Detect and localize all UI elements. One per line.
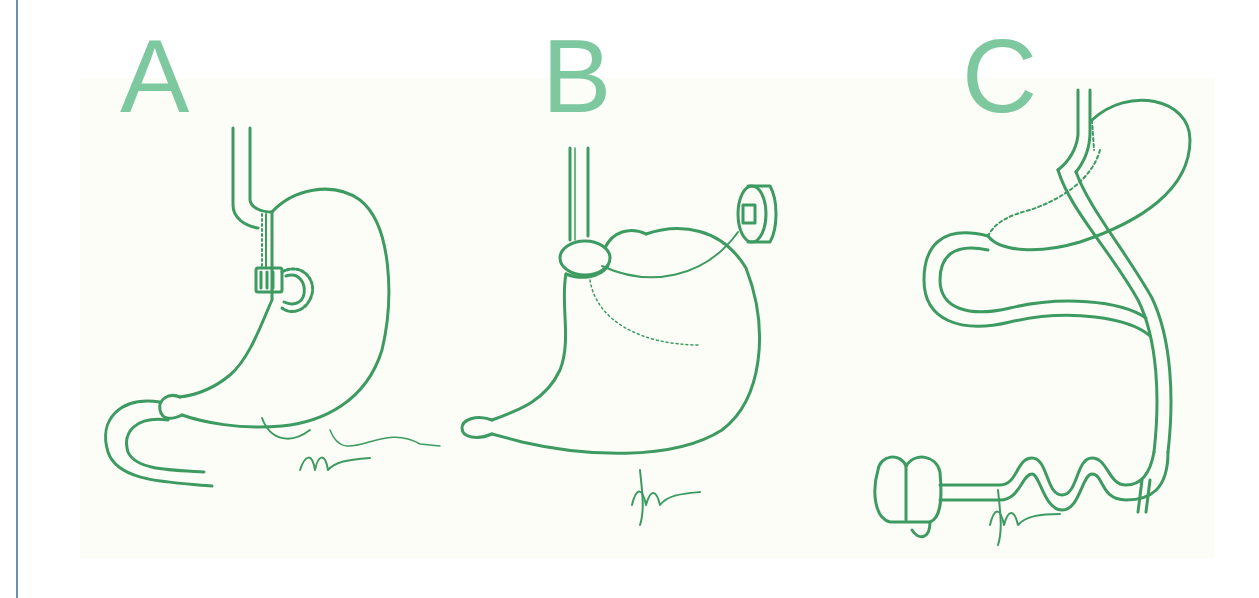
stomach-b bbox=[462, 148, 776, 525]
figure-ground bbox=[80, 78, 1215, 558]
stomach-a bbox=[106, 128, 440, 486]
panel-letter: B bbox=[542, 24, 611, 128]
margin-rule bbox=[16, 0, 18, 598]
panel-letter: A bbox=[120, 24, 189, 128]
panel-letter: C bbox=[962, 24, 1037, 128]
stomach-c bbox=[875, 90, 1190, 545]
